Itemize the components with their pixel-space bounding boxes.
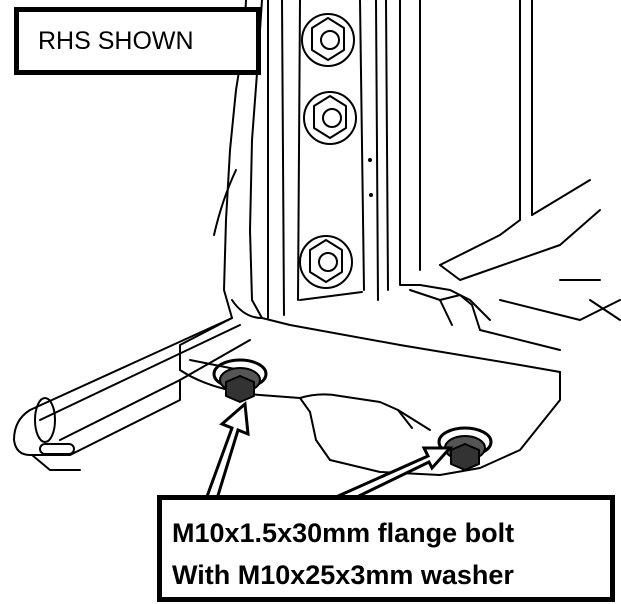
vertical-channel <box>267 0 389 319</box>
right-panel <box>399 0 621 351</box>
flange-bolt-right <box>437 426 493 471</box>
callout-box: M10x1.5x30mm flange bolt With M10x25x3mm… <box>157 495 615 602</box>
horizontal-arm <box>13 317 251 471</box>
hex-bolt-upper-3 <box>299 235 353 289</box>
hex-bolt-upper-2 <box>303 91 357 145</box>
callout-line-2: With M10x25x3mm washer <box>172 560 514 590</box>
view-label-box: RHS SHOWN <box>14 7 261 75</box>
hex-bolt-upper-1 <box>301 13 355 67</box>
arrow-to-left-bolt <box>202 400 250 504</box>
view-label: RHS SHOWN <box>38 27 194 55</box>
callout-line-1: M10x1.5x30mm flange bolt <box>172 518 515 548</box>
flange-bolt-left <box>212 358 268 403</box>
